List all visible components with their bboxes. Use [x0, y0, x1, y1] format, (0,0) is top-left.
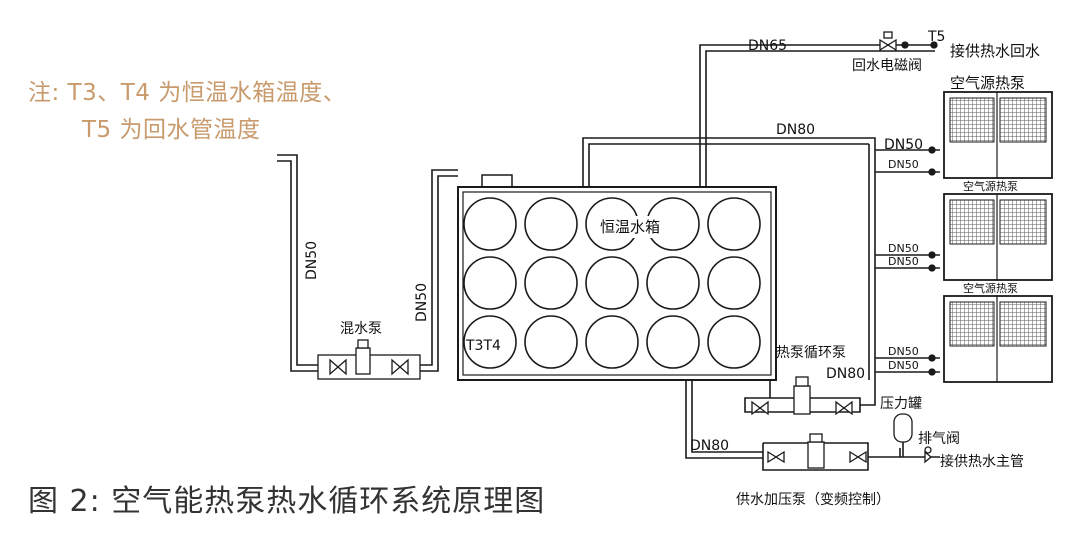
label-tank: 恒温水箱	[600, 218, 660, 236]
figure-caption: 图 2: 空气能热泵热水循环系统原理图	[28, 484, 546, 519]
heat-pump-unit-bottom	[943, 295, 1053, 383]
label-dn80-circulation: DN80	[826, 366, 865, 382]
label-dn50-unit3-b: DN50	[888, 359, 919, 372]
constant-temp-tank	[457, 174, 777, 381]
pipe-network	[277, 44, 940, 471]
note-line-2: T5 为回水管温度	[82, 117, 261, 143]
heat-pump-unit-middle	[943, 193, 1053, 281]
mix-right-pipe	[420, 169, 458, 366]
note-line-1: 注: T3、T4 为恒温水箱温度、	[28, 80, 347, 106]
label-t3t4: T3T4	[465, 338, 501, 354]
valve-symbols	[317, 31, 938, 469]
label-heat-pump-top: 空气源热泵	[950, 74, 1025, 92]
heat-pump-unit-top	[943, 91, 1053, 179]
label-dn50-unit2-b: DN50	[888, 255, 919, 268]
label-heat-pump-middle: 空气源热泵	[963, 179, 1018, 193]
label-dn50-unit2-a: DN50	[888, 242, 919, 255]
return-pipe	[699, 44, 935, 255]
label-pressure-tank: 压力罐	[880, 396, 922, 412]
label-t5: T5	[927, 29, 945, 45]
label-dn80-bottom: DN80	[690, 438, 729, 454]
label-mixing-pump: 混水泵	[340, 321, 382, 337]
label-heat-pump-bottom: 空气源热泵	[963, 281, 1018, 295]
hp-return-pipe	[582, 137, 876, 380]
label-hp-circulation-pump: 热泵循环泵	[776, 345, 846, 361]
label-dn50-unit3-a: DN50	[888, 345, 919, 358]
label-exhaust-valve: 排气阀	[918, 431, 960, 447]
label-return-solenoid-valve: 回水电磁阀	[852, 58, 922, 74]
label-booster-pump: 供水加压泵（变频控制）	[736, 492, 890, 508]
label-dn50-left-riser: DN50	[304, 241, 320, 280]
label-supply-main: 接供热水主管	[940, 453, 1024, 470]
supply-pipe	[685, 380, 763, 459]
label-dn50-unit1-a: DN50	[884, 137, 923, 153]
label-return-connection: 接供热水回水	[950, 42, 1040, 60]
mix-left-pipe	[277, 154, 318, 366]
label-dn50-mid-riser: DN50	[414, 283, 430, 322]
label-dn50-unit1-b: DN50	[888, 158, 919, 171]
label-dn80-top: DN80	[776, 122, 815, 138]
label-dn65: DN65	[748, 38, 787, 54]
